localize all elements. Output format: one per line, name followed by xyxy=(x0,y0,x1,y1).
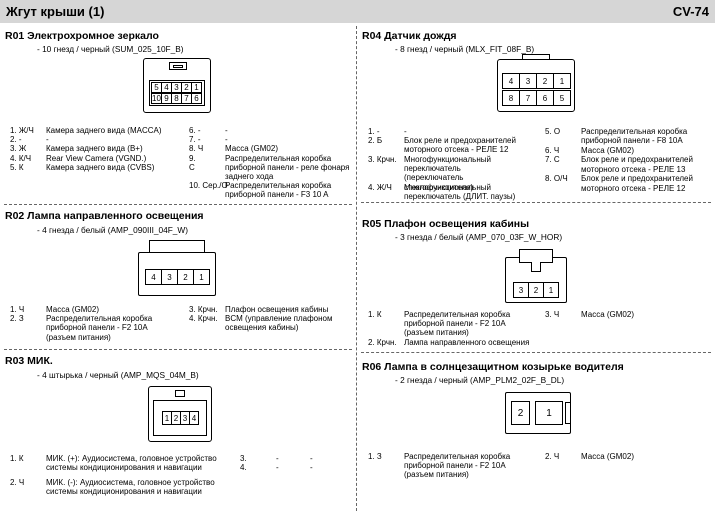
connector-diagram: 3 2 1 xyxy=(505,249,567,303)
pin-cell: 3 xyxy=(161,269,178,285)
connector-diagram: 5 4 3 2 1 10 9 8 7 6 xyxy=(143,58,211,113)
section-title: R06 Лампа в солнцезащитном козырьке води… xyxy=(362,361,624,373)
pin-cell: 2 xyxy=(177,269,194,285)
connector-spec: - 4 штырька / черный (AMP_MQS_04M_B) xyxy=(37,370,199,380)
connector-diagram: 2 1 xyxy=(505,392,571,434)
page-code: CV-74 xyxy=(672,4,709,19)
connector-diagram: 1 2 3 4 xyxy=(148,386,212,442)
pin-cell: 8 xyxy=(502,90,520,106)
pin-cell: 6 xyxy=(536,90,554,106)
page-header: Жгут крыши (1) CV-74 xyxy=(0,0,715,23)
section-title: R02 Лампа направленного освещения xyxy=(5,210,204,222)
page-title: Жгут крыши (1) xyxy=(6,4,105,19)
pin-cell: 2 xyxy=(528,282,544,298)
column-divider xyxy=(356,26,357,511)
pin-cell: 1 xyxy=(193,269,210,285)
pin-cell: 3 xyxy=(513,282,529,298)
pin-cell: 7 xyxy=(519,90,537,106)
pin-cell: 1 xyxy=(553,73,571,89)
pin-cell: 6 xyxy=(191,93,202,104)
section-title: R04 Датчик дождя xyxy=(362,30,457,42)
section-divider xyxy=(4,349,352,350)
connector-latch-slot xyxy=(173,65,183,68)
pin-cell: 5 xyxy=(553,90,571,106)
section-title: R01 Электрохромное зеркало xyxy=(5,30,159,42)
connector-latch xyxy=(149,240,205,252)
pin-cell: 4 xyxy=(145,269,162,285)
section-divider xyxy=(361,352,711,353)
connector-spec: - 8 гнезд / черный (MLX_FIT_08F_B) xyxy=(395,44,535,54)
pin-cell: 1 xyxy=(535,401,563,425)
connector-spec: - 3 гнезда / белый (AMP_070_03F_W_HOR) xyxy=(395,232,563,242)
connector-latch xyxy=(522,54,550,60)
pin-cell: 1 xyxy=(543,282,559,298)
section-title: R03 МИК. xyxy=(5,355,53,367)
section-divider xyxy=(4,204,352,205)
pin-cell: 3 xyxy=(519,73,537,89)
pin-cell: 2 xyxy=(511,401,530,425)
section-title: R05 Плафон освещения кабины xyxy=(362,218,530,230)
connector-spec: - 2 гнезда / черный (AMP_PLM2_02F_B_DL) xyxy=(395,375,565,385)
connector-latch-tab xyxy=(531,262,541,272)
connector-diagram: 4 3 2 1 xyxy=(138,240,216,296)
pin-cell: 2 xyxy=(536,73,554,89)
pin-cell: 4 xyxy=(189,411,199,425)
connector-latch xyxy=(565,402,571,424)
section-divider xyxy=(361,202,711,203)
connector-spec: - 4 гнезда / белый (AMP_090III_04F_W) xyxy=(37,225,188,235)
connector-latch xyxy=(519,249,553,263)
connector-latch xyxy=(175,390,185,397)
pin-cell: 1 xyxy=(191,82,202,93)
connector-spec: - 10 гнезд / черный (SUM_025_10F_B) xyxy=(37,44,184,54)
connector-diagram: 4 3 2 1 8 7 6 5 xyxy=(497,54,575,112)
pin-cell: 4 xyxy=(502,73,520,89)
